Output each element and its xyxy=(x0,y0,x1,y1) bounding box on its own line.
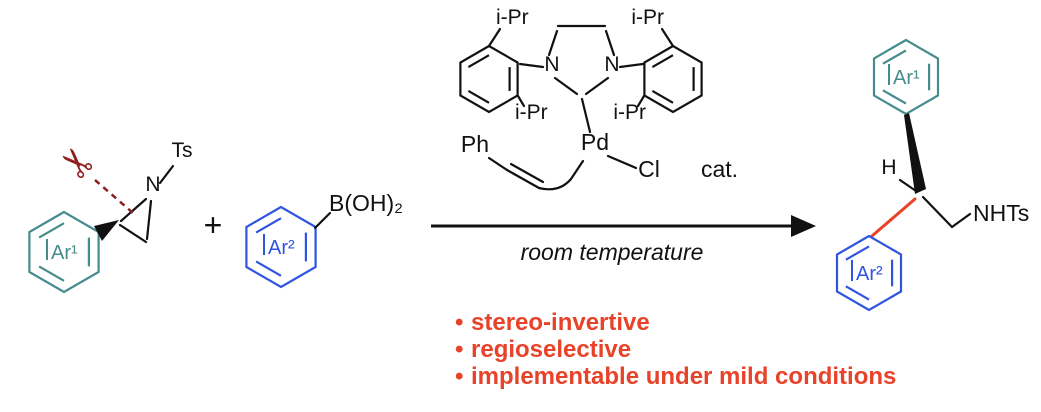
reaction-arrow xyxy=(431,215,816,237)
ar1-label: Ar¹ xyxy=(51,242,78,264)
stereocenter-h-atom: H xyxy=(881,156,896,179)
ipr-label-bottom-left: i-Pr xyxy=(515,101,548,124)
left-aryl-n-bond xyxy=(518,62,545,69)
product-ar1-ring xyxy=(872,38,940,116)
ipr-bond-top-right xyxy=(660,27,675,48)
c1-ar1-wedge-bond xyxy=(94,220,119,241)
boronic-acid-reactant: Ar² B(OH)₂ xyxy=(245,190,403,289)
allyl-double-bond-b xyxy=(509,162,545,184)
ipr-bond-top-left xyxy=(487,27,502,48)
ar2-label: Ar² xyxy=(268,237,295,259)
highlights-list: • stereo-invertive • regioselective • im… xyxy=(455,309,896,390)
cl-atom: Cl xyxy=(638,156,660,182)
left-aryl-ring xyxy=(459,44,519,114)
right-aryl-ring xyxy=(643,44,703,114)
product-ar2-label: Ar² xyxy=(856,263,883,285)
bullet-marker: • xyxy=(455,363,463,390)
nhc-backbone-bond-3 xyxy=(604,29,616,57)
bullet-marker: • xyxy=(455,309,463,336)
reaction-conditions: room temperature xyxy=(521,239,704,265)
highlight-item: regioselective xyxy=(471,336,631,363)
carbene-pd-bond xyxy=(580,97,592,134)
n-ts-bond xyxy=(158,164,175,185)
catalyst-cat-label: cat. xyxy=(701,156,738,182)
tosyl-group-label: Ts xyxy=(172,139,193,162)
product-ar1-label: Ar¹ xyxy=(893,67,920,89)
bullet-marker: • xyxy=(455,336,463,363)
nhts-group-label: NHTs xyxy=(973,200,1029,226)
aziridine-reactant: Ar¹ N Ts ✂ xyxy=(28,134,193,294)
pd-atom: Pd xyxy=(581,129,609,155)
nhc-n-left-atom: N xyxy=(544,53,559,76)
allyl-pd-bond xyxy=(537,159,585,191)
new-c-ar2-bond-red xyxy=(870,197,917,238)
highlight-item: stereo-invertive xyxy=(471,309,650,336)
ipr-bond-bottom-right xyxy=(636,94,646,108)
ar1-stereocenter-wedge-bond xyxy=(904,113,926,194)
c1-c2-bond xyxy=(118,223,148,244)
ipr-label-top-right: i-Pr xyxy=(631,6,664,29)
boronic-acid-label: B(OH)₂ xyxy=(329,190,403,216)
bond-cleavage-dashed-line xyxy=(94,179,134,214)
right-aryl-n-bond xyxy=(618,62,645,69)
ph-allyl-bond xyxy=(487,156,509,172)
pd-cl-bond xyxy=(606,154,638,170)
product-ar2-ring xyxy=(835,234,903,312)
ch2-n-bond xyxy=(950,212,972,229)
nhc-backbone-bond-1 xyxy=(547,29,559,57)
c-h-bond xyxy=(898,178,918,193)
phenyl-label: Ph xyxy=(461,131,489,157)
product-structure: Ar¹ H Ar² NHTs xyxy=(835,38,1029,312)
ipr-label-top-left: i-Pr xyxy=(496,6,529,29)
ring-boron-bond xyxy=(313,211,332,230)
n-c2-bond xyxy=(145,199,153,241)
nhc-pd-catalyst: N N i-Pr i-Pr i-Pr i-Pr Pd Cl Ph cat. xyxy=(459,6,738,191)
highlight-item: implementable under mild conditions xyxy=(471,363,896,390)
allyl-double-bond-a xyxy=(505,168,541,190)
c-ch2-bond xyxy=(921,195,954,229)
arrow-head xyxy=(791,215,816,237)
plus-sign: + xyxy=(204,207,223,243)
aziridine-n-atom: N xyxy=(145,173,160,196)
n-c1-bond xyxy=(119,197,148,223)
ipr-bond-bottom-left xyxy=(516,94,526,108)
nhc-n-carbene-bond-left xyxy=(553,76,579,96)
ipr-label-bottom-right: i-Pr xyxy=(613,101,646,124)
nhc-n-carbene-bond-right xyxy=(584,76,610,96)
nhc-n-right-atom: N xyxy=(604,53,619,76)
